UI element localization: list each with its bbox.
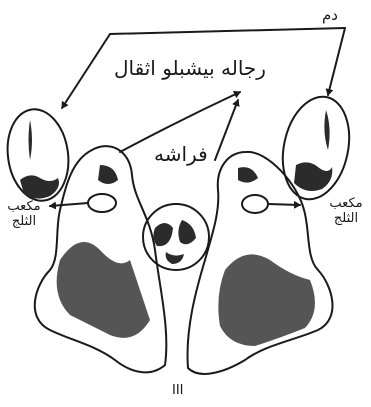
right-joint-label-line1: مكعب [322,197,370,212]
right-tail-oval [274,90,358,205]
figure-number: III [172,384,184,397]
left-joint-label-line2: الثلج [2,215,46,230]
moth-label: فراشه [154,144,208,164]
left-tail-oval [2,105,74,204]
left-joint-label-line1: مكعب [2,200,46,215]
right-joint-label-line2: الثلج [322,212,370,227]
tail-label: دم [322,8,338,23]
right-joint [242,195,300,213]
legs-label: رجاله بيشبلو اثقال [114,58,266,78]
right-joint-label: مكعب الثلج [322,197,370,227]
left-joint-label: مكعب الثلج [2,200,46,230]
